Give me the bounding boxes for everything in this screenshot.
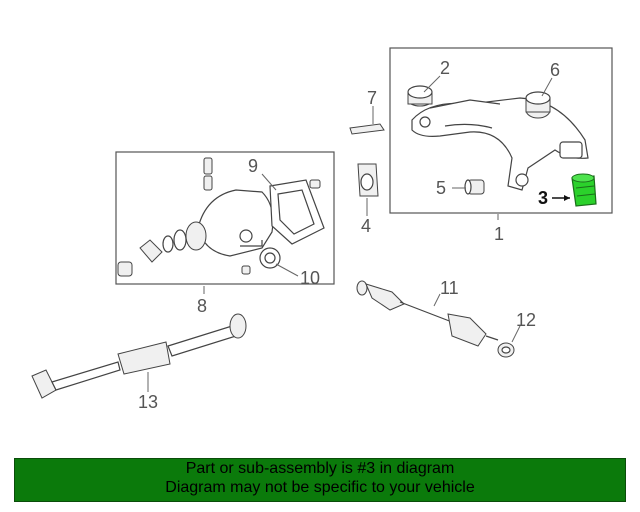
notice-line-part: Part or sub-assembly is #3 in diagram	[185, 460, 455, 477]
bushing-2[interactable]	[407, 85, 433, 107]
callout-7: 7	[367, 88, 377, 108]
callout-6: 6	[550, 60, 560, 80]
differential-part[interactable]	[117, 189, 274, 277]
leader-lines	[147, 75, 570, 392]
highlighted-mount-3[interactable]	[571, 173, 597, 207]
callout-4: 4	[361, 216, 371, 236]
callout-13: 13	[138, 392, 158, 412]
differential-box	[115, 151, 335, 285]
cover-gasket-9[interactable]	[269, 179, 325, 245]
callout-12: 12	[516, 310, 536, 330]
diagram-notice-banner: Part or sub-assembly is #3 in diagram Di…	[14, 458, 626, 502]
callout-1: 1	[494, 224, 504, 244]
callout-10: 10	[300, 268, 320, 288]
bushing-6[interactable]	[525, 91, 551, 119]
callout-3: 3	[538, 188, 548, 208]
callout-2: 2	[440, 58, 450, 78]
driveshaft-13[interactable]	[31, 313, 247, 399]
nut-12[interactable]	[497, 342, 515, 358]
subframe-box	[389, 47, 613, 214]
axle-shaft-11[interactable]	[356, 280, 499, 347]
callout-5: 5	[436, 178, 446, 198]
subframe-part[interactable]	[411, 97, 589, 191]
callout-11: 11	[440, 278, 459, 298]
bushing-5[interactable]	[464, 179, 485, 195]
notice-line-disclaimer: Diagram may not be specific to your vehi…	[165, 479, 475, 496]
callout-9: 9	[248, 156, 258, 176]
bracket-7[interactable]	[349, 123, 385, 135]
mount-4[interactable]	[357, 163, 379, 197]
differential-studs	[203, 157, 321, 275]
callout-8: 8	[197, 296, 207, 316]
seal-10[interactable]	[259, 247, 281, 269]
